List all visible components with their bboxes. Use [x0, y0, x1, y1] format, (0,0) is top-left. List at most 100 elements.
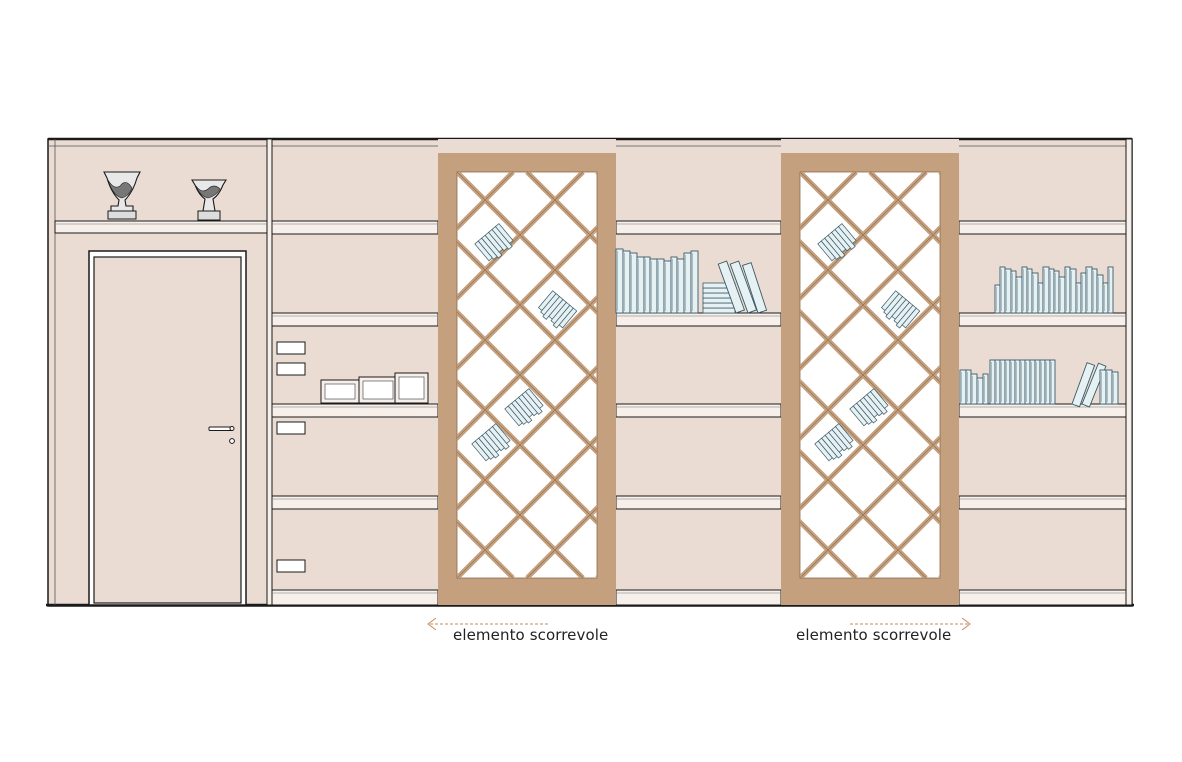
shelf-board [271, 403, 439, 418]
book [1029, 359, 1036, 405]
sliding-element-label-left: elemento scorrevole [453, 626, 609, 644]
lattice-edge [800, 381, 940, 523]
lattice-edge [457, 241, 597, 383]
book [1071, 362, 1096, 408]
book [491, 423, 511, 444]
book [1004, 359, 1011, 405]
book [1053, 270, 1060, 314]
shelf-board [958, 312, 1127, 327]
book [622, 250, 631, 314]
book [629, 252, 638, 314]
lattice-edge [800, 172, 927, 299]
lattice-bar [1157, 172, 1182, 578]
book [1058, 276, 1066, 314]
leaning-book [729, 260, 758, 314]
lattice-books [474, 223, 514, 262]
shelf-board [615, 312, 782, 327]
book [1019, 359, 1026, 405]
drawer-labels [276, 341, 306, 573]
lattice-edge [457, 451, 584, 578]
shelf-board [958, 403, 1127, 418]
leaning-book [717, 260, 746, 314]
book [994, 284, 1001, 314]
lattice-bar [1150, 172, 1182, 578]
door [88, 250, 247, 606]
book [702, 302, 736, 309]
vase-icon [103, 171, 141, 220]
shelf-board [958, 495, 1127, 510]
lattice-bar [1150, 172, 1182, 578]
vase-icon [191, 179, 227, 221]
sliding-element-left [438, 139, 1182, 605]
book [702, 307, 736, 314]
book [970, 373, 978, 405]
book [976, 377, 984, 405]
book [1044, 359, 1051, 405]
book [1015, 276, 1023, 314]
book [982, 373, 989, 405]
book [1107, 266, 1114, 314]
lattice-edge [800, 311, 940, 453]
lattice-edge [1150, 172, 1182, 578]
book [999, 266, 1006, 314]
book [1026, 268, 1033, 314]
arrow-left-icon [427, 617, 548, 631]
book [1010, 270, 1017, 314]
lattice-edge [869, 172, 940, 243]
lattice-bar [1157, 172, 1182, 578]
arrow-right-icon [850, 617, 971, 631]
book [1034, 359, 1041, 405]
book [1091, 268, 1098, 314]
lattice-edge [1157, 172, 1182, 578]
book [656, 258, 665, 314]
book [663, 260, 672, 314]
book [1021, 266, 1028, 314]
lattice-books [817, 223, 857, 262]
lattice-books [849, 388, 889, 427]
book [1024, 359, 1031, 405]
book [1039, 359, 1046, 405]
shelf-board [271, 220, 439, 235]
lattice-edge [526, 172, 597, 243]
book [989, 359, 996, 405]
leaning-book [741, 262, 768, 314]
photo-frames [320, 372, 429, 404]
shelf-board [615, 589, 782, 606]
lattice-edge [800, 241, 940, 383]
lattice-books [471, 423, 511, 462]
book [729, 260, 758, 314]
book [965, 369, 972, 405]
lattice-books [881, 290, 921, 329]
book [524, 388, 544, 409]
book [1042, 266, 1050, 314]
book [1004, 268, 1012, 314]
lattice-edge [869, 507, 940, 578]
book [636, 256, 645, 314]
book [670, 256, 678, 314]
book [1099, 369, 1107, 405]
book [1080, 272, 1087, 314]
lattice-edge [526, 507, 597, 578]
shelf-board [958, 589, 1127, 606]
shelf-boards [271, 220, 1127, 606]
book [869, 388, 889, 409]
book [717, 260, 746, 314]
lattice-books [814, 423, 854, 462]
door-handle-icon [208, 426, 235, 444]
lattice-edge [457, 172, 584, 299]
shelf-board [271, 495, 439, 510]
book [702, 297, 736, 304]
book [837, 223, 857, 244]
shelf-board [615, 403, 782, 418]
book [558, 307, 578, 329]
book [1009, 359, 1016, 405]
book [834, 423, 854, 444]
book [1064, 266, 1071, 314]
book [1048, 268, 1055, 314]
book [1105, 369, 1113, 405]
book [1049, 359, 1056, 405]
book [1014, 359, 1021, 405]
shelf-board [271, 312, 439, 327]
book [1075, 282, 1082, 314]
